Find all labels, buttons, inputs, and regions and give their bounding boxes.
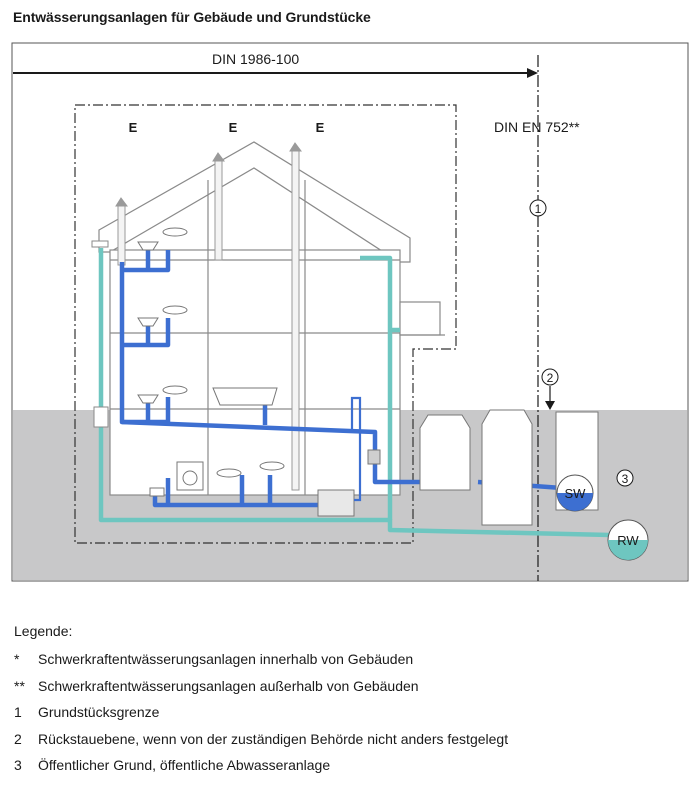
backflow-arrowhead	[545, 401, 555, 410]
legend-heading: Legende:	[14, 623, 73, 639]
sewer-sw-label: SW	[565, 486, 587, 501]
marker-2-label: 2	[547, 371, 554, 385]
legend-key: 1	[14, 704, 22, 720]
vent-label-3: E	[316, 120, 325, 135]
legend-text: Rückstauebene, wenn von der zuständigen …	[38, 730, 509, 747]
basement-sink-2	[259, 461, 285, 471]
bathtub	[212, 387, 278, 406]
legend-item: * Schwerkraftentwässerungsanlagen innerh…	[14, 652, 508, 679]
zone-inside-label: DIN 1986-100	[212, 51, 299, 67]
pressure-loop	[350, 396, 362, 502]
legend-text: Öffentlicher Grund, öffentliche Abwasser…	[38, 757, 331, 773]
washbasin-small-2	[137, 317, 159, 327]
downpipe-cleanout	[93, 406, 109, 428]
gutter	[91, 240, 109, 248]
shaft-1	[419, 414, 471, 491]
page-title: Entwässerungsanlagen für Gebäude und Gru…	[13, 9, 371, 25]
vent-label-2: E	[229, 120, 238, 135]
shaft-2	[481, 409, 533, 526]
balcony	[399, 301, 441, 336]
legend-item: 3 Öffentlicher Grund, öffentliche Abwass…	[14, 758, 508, 785]
legend-item: ** Schwerkraftentwässerungsanlagen außer…	[14, 679, 508, 706]
backflow-valve	[367, 449, 381, 465]
legend-key: *	[14, 651, 20, 667]
washing-machine-door	[182, 470, 198, 486]
washbasin-1	[162, 227, 188, 237]
vent-pipes	[115, 142, 302, 491]
marker-3-label: 3	[622, 472, 629, 486]
legend-item: 2 Rückstauebene, wenn von der zuständige…	[14, 732, 508, 759]
building-zone-boundary	[74, 104, 457, 544]
washbasin-2	[162, 305, 188, 315]
marker-1-circle	[529, 199, 547, 217]
legend: Legende: * Schwerkraftentwässerungsanlag…	[14, 624, 508, 785]
drainage-diagram: DIN 1986-100 DIN EN 752** 1 2 3 E E E	[11, 42, 689, 582]
sewer-sw-fill	[557, 493, 593, 511]
washbasin-small-1	[137, 241, 159, 251]
marker-3-circle	[616, 469, 634, 487]
fixtures	[137, 227, 285, 497]
legend-item: 1 Grundstücksgrenze	[14, 705, 508, 732]
lifting-unit	[317, 489, 355, 517]
legend-key: **	[14, 677, 25, 694]
house	[98, 141, 445, 496]
sewer-rw-label: RW	[617, 533, 639, 548]
washbasin-small-3	[137, 394, 159, 404]
legend-text: Schwerkraftentwässerungsanlagen innerhal…	[38, 651, 414, 667]
legend-key: 2	[14, 730, 22, 747]
washbasin-3	[162, 385, 188, 395]
marker-1-label: 1	[535, 202, 542, 216]
zone-outside-label: DIN EN 752**	[494, 119, 580, 135]
legend-text: Schwerkraftentwässerungsanlagen außerhal…	[38, 677, 419, 694]
basement-floor-drain	[149, 487, 165, 497]
rainwater-pipes	[98, 248, 611, 538]
legend-text: Grundstücksgrenze	[38, 704, 160, 720]
marker-2-circle	[541, 368, 559, 386]
zone-inside-arrowhead	[527, 68, 538, 78]
legend-key: 3	[14, 757, 22, 773]
sewer-rw-fill	[608, 540, 648, 560]
house-body	[109, 249, 401, 496]
basement-sink-1	[216, 468, 242, 478]
vent-label-1: E	[129, 120, 138, 135]
